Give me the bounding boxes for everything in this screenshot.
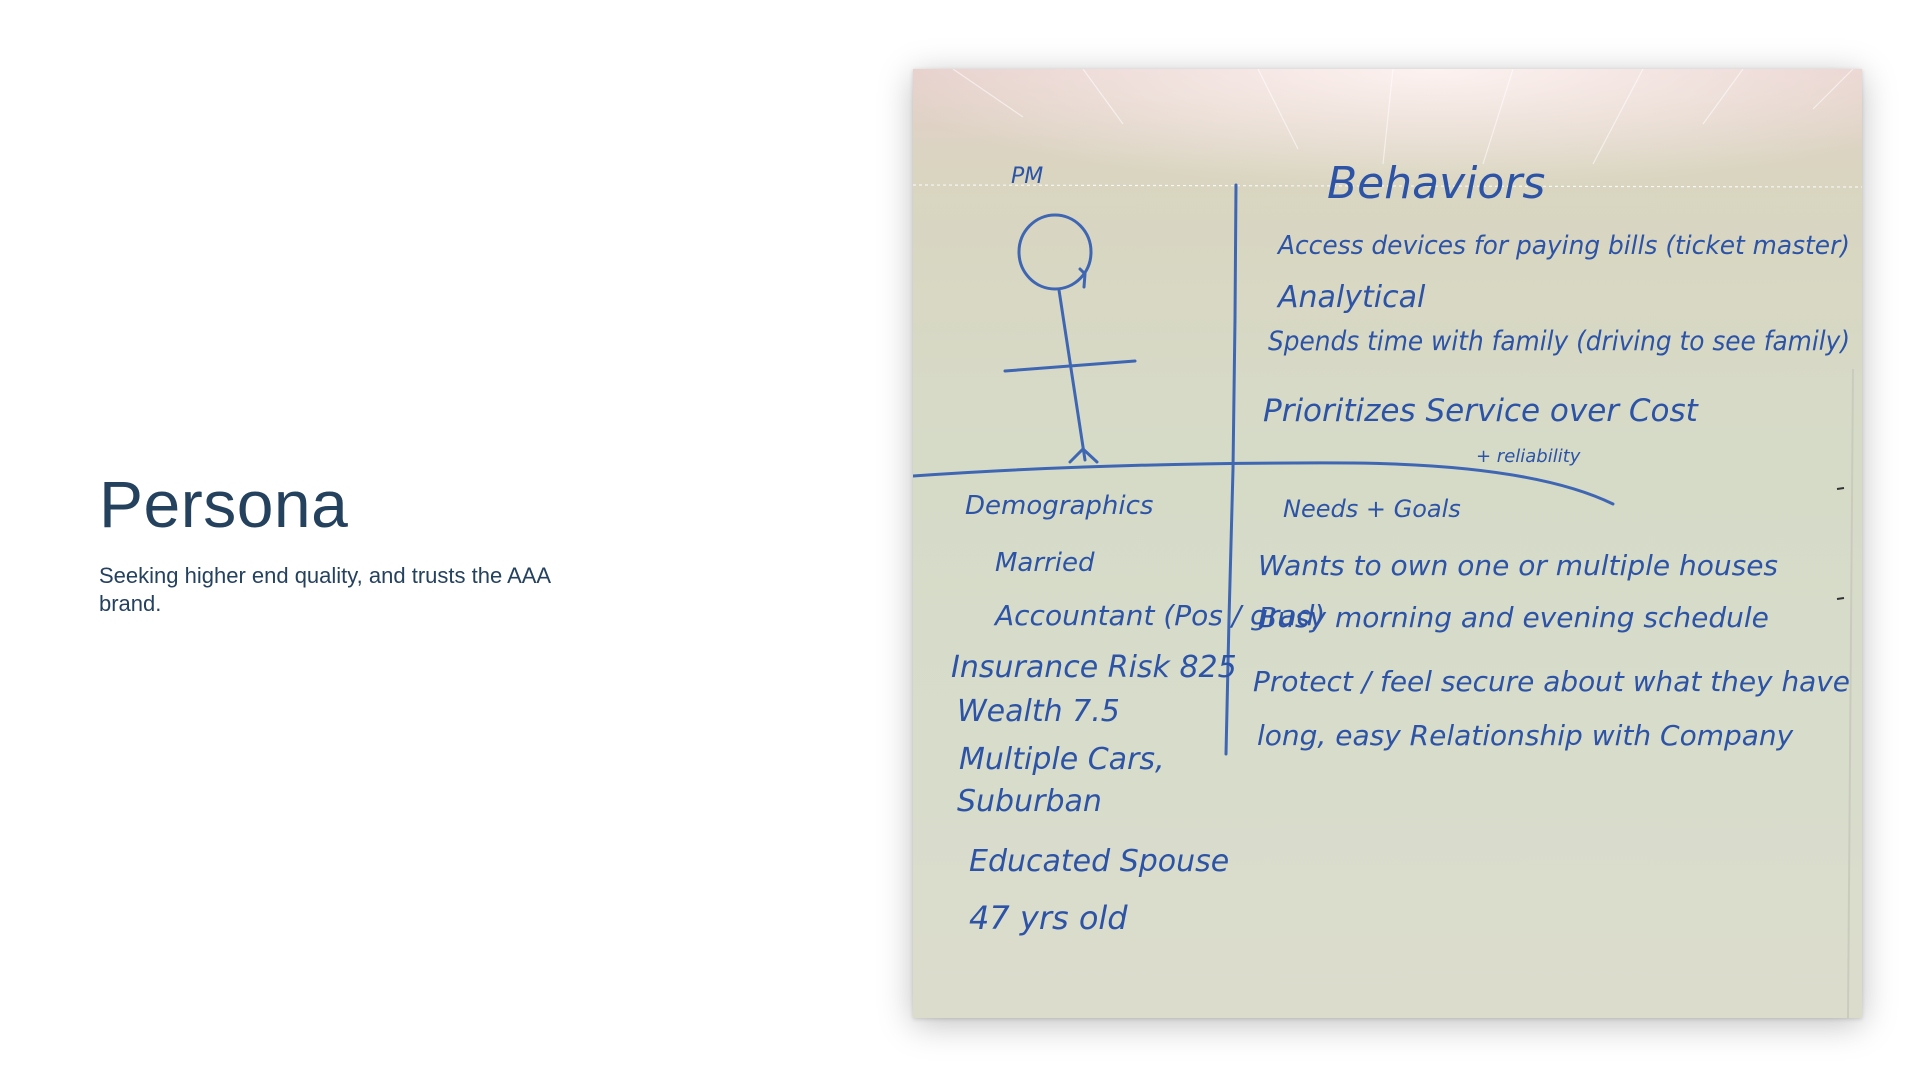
ceiling-reflection-lines <box>913 69 1862 188</box>
behaviors-item: Spends time with family (driving to see … <box>1268 326 1850 357</box>
demographics-heading: Demographics <box>965 491 1153 521</box>
board-mark <box>1836 487 1845 490</box>
demographics-item: Accountant (Pos / grad) <box>993 599 1325 632</box>
ceiling-reflection <box>913 69 1862 269</box>
demographics-item: Educated Spouse <box>969 844 1229 879</box>
whiteboard-photo: PM Behaviors Access devices for paying b… <box>913 69 1862 1018</box>
behaviors-item: Analytical <box>1276 280 1426 315</box>
behaviors-heading: Behaviors <box>1327 158 1545 209</box>
demographics-item: Wealth 7.5 <box>957 694 1120 729</box>
needs-goals-item: Wants to own one or multiple houses <box>1258 549 1778 582</box>
demographics-item: 47 yrs old <box>969 899 1128 937</box>
board-mark <box>1836 597 1845 600</box>
needs-goals-item: Protect / feel secure about what they ha… <box>1253 665 1850 698</box>
behaviors-item: Access devices for paying bills (ticket … <box>1276 231 1850 261</box>
demographics-item: Suburban <box>957 784 1102 819</box>
slide-subtitle: Seeking higher end quality, and trusts t… <box>99 563 550 616</box>
demographics-item: Married <box>995 548 1095 578</box>
board-edge-line <box>1847 368 1854 1018</box>
demographics-item: Insurance Risk 825 <box>951 650 1237 685</box>
stick-figure-drawing <box>1003 213 1137 464</box>
needs-goals-item: long, easy Relationship with Company <box>1257 719 1794 752</box>
board-grid-lines <box>913 183 1615 756</box>
needs-goals-item: Busy morning and evening schedule <box>1258 601 1769 634</box>
pm-label: PM <box>1011 164 1043 189</box>
behaviors-item: + reliability <box>1476 446 1581 467</box>
behaviors-item: Prioritizes Service over Cost <box>1263 393 1700 429</box>
slide-title: Persona <box>99 467 349 541</box>
needs-goals-heading: Needs + Goals <box>1283 495 1461 523</box>
demographics-item: Multiple Cars, <box>959 742 1165 777</box>
whiteboard-image: PM Behaviors Access devices for paying b… <box>913 69 1862 1018</box>
